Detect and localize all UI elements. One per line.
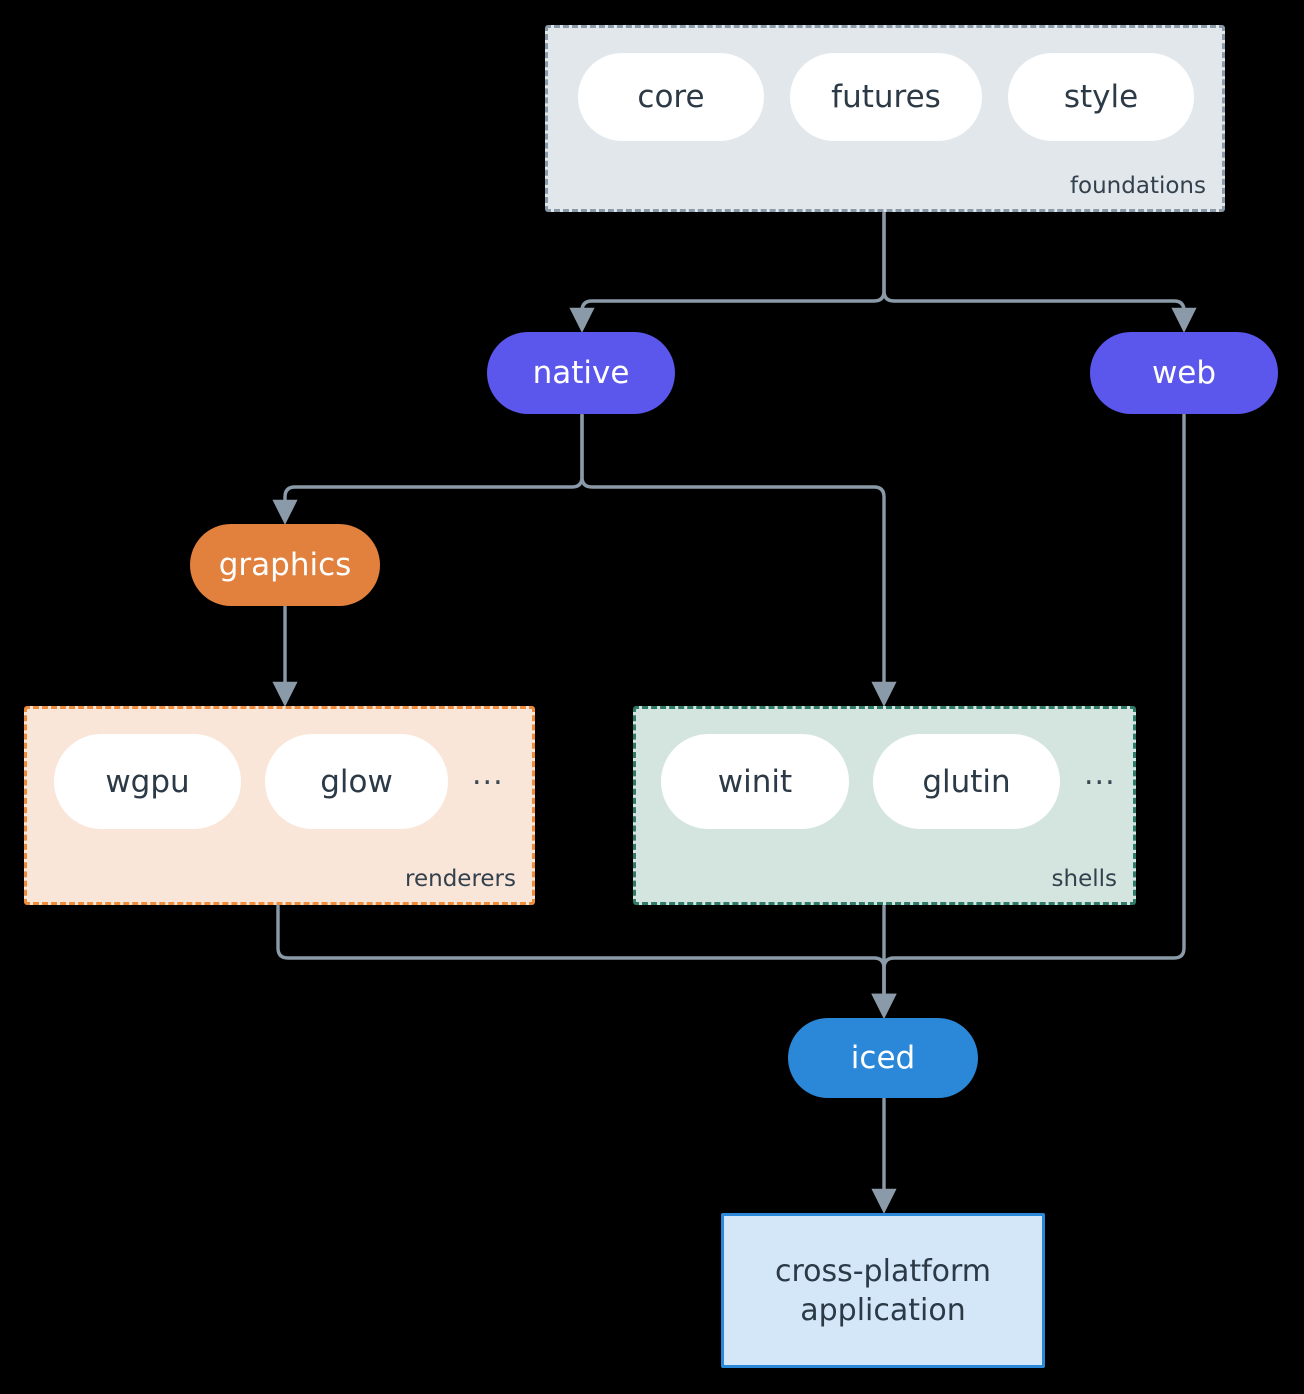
renderers-pill-row: wgpu glow ... [54, 734, 504, 829]
group-foundations-label: foundations [1069, 173, 1206, 199]
pill-winit[interactable]: winit [661, 734, 849, 829]
node-iced[interactable]: iced [788, 1018, 978, 1098]
node-native[interactable]: native [487, 332, 675, 414]
group-shells: winit glutin ... shells [633, 706, 1136, 905]
node-web[interactable]: web [1090, 332, 1278, 414]
group-renderers: wgpu glow ... renderers [24, 706, 535, 905]
pill-glow-label: glow [320, 763, 393, 800]
node-web-label: web [1151, 355, 1217, 391]
edge-renderers-iced [276, 904, 897, 1019]
pill-core-label: core [637, 79, 705, 115]
node-native-label: native [532, 355, 630, 391]
shells-pill-row: winit glutin ... [661, 734, 1116, 829]
pill-style-label: style [1063, 79, 1139, 115]
pill-winit-label: winit [717, 763, 793, 800]
node-cross-platform-application[interactable]: cross-platform application [721, 1213, 1045, 1368]
pill-futures-label: futures [831, 79, 941, 115]
edge-native-shells [580, 413, 897, 707]
pill-wgpu-label: wgpu [105, 763, 190, 800]
shells-ellipsis: ... [1084, 756, 1116, 792]
group-foundations: core futures style foundations [545, 25, 1225, 212]
foundations-pill-row: core futures style [578, 53, 1194, 141]
node-graphics-label: graphics [218, 547, 352, 583]
application-label-line1: cross-platform [774, 1253, 992, 1289]
group-renderers-label: renderers [405, 866, 516, 892]
node-iced-label: iced [850, 1040, 916, 1076]
pill-glutin[interactable]: glutin [873, 734, 1060, 829]
pill-glow[interactable]: glow [265, 734, 448, 829]
pill-wgpu[interactable]: wgpu [54, 734, 241, 829]
application-label-line2: application [800, 1292, 966, 1328]
edge-foundations-native [569, 211, 886, 333]
node-graphics[interactable]: graphics [190, 524, 380, 606]
renderers-ellipsis: ... [472, 756, 504, 792]
pill-core[interactable]: core [578, 53, 764, 141]
pill-style[interactable]: style [1008, 53, 1194, 141]
pill-glutin-label: glutin [922, 763, 1011, 800]
edge-foundations-web [882, 211, 1197, 333]
group-shells-label: shells [1051, 866, 1117, 892]
edge-native-graphics [272, 413, 584, 525]
pill-futures[interactable]: futures [790, 53, 982, 141]
